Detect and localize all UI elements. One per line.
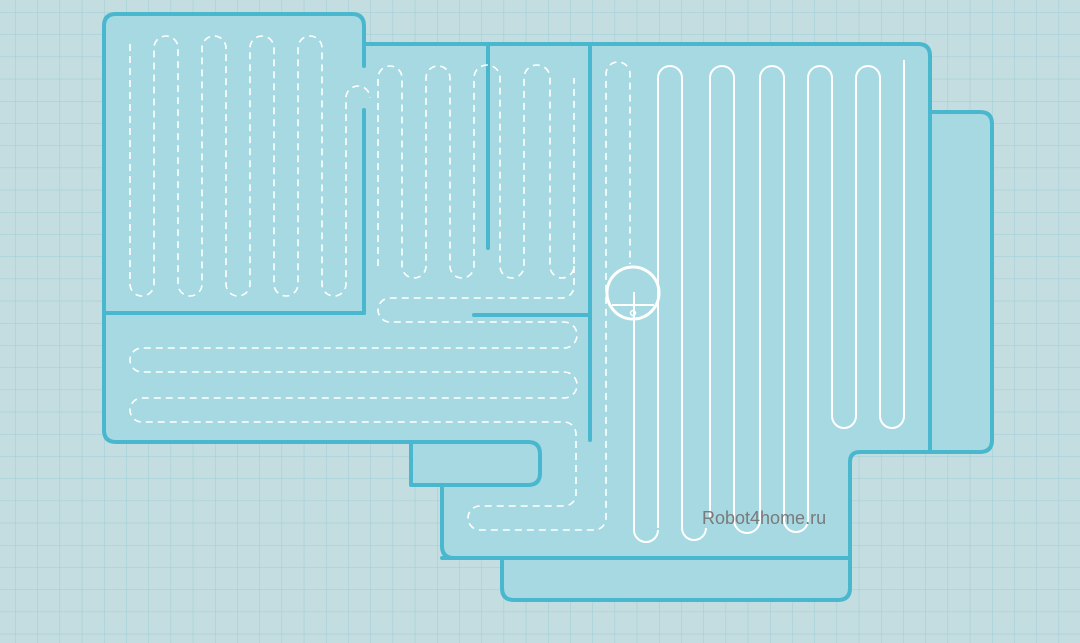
floor-area <box>102 12 932 602</box>
robot-vacuum-icon <box>605 265 661 321</box>
cleaned-path <box>633 60 905 543</box>
watermark-text: Robot4home.ru <box>702 508 827 528</box>
side-room <box>928 110 994 454</box>
floor-plan <box>102 12 994 602</box>
alcove-room <box>409 440 542 487</box>
planned-path <box>129 35 631 531</box>
